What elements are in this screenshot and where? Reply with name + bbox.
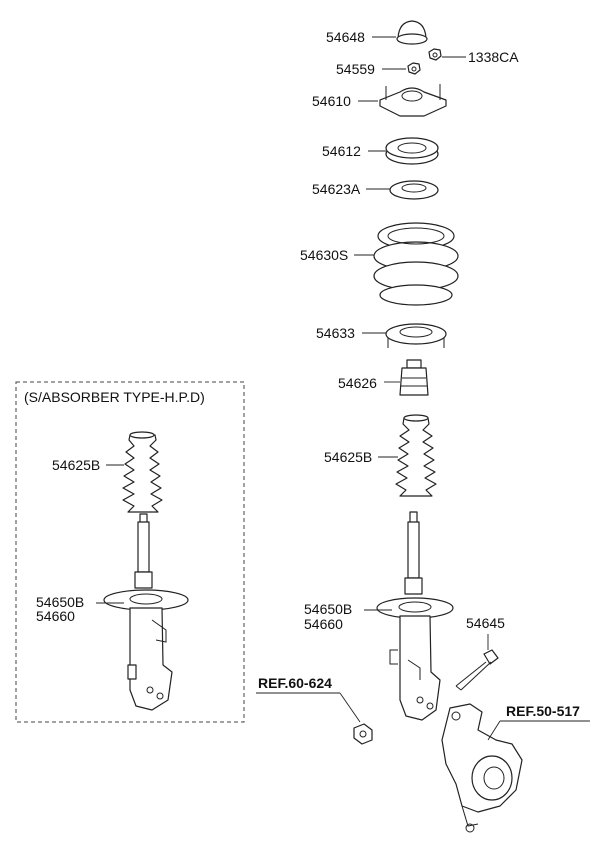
ref-50-517-knuckle (441, 703, 523, 833)
part-54626-bump-stop (399, 359, 429, 396)
left-strut-assembly (103, 513, 189, 711)
part-54559-nut (407, 62, 421, 75)
label-54623A: 54623A (312, 181, 361, 197)
left-dust-boot (122, 431, 163, 513)
left-boot-label: 54625B (52, 457, 100, 473)
label-54660: 54660 (304, 616, 343, 632)
label-1338CA: 1338CA (468, 49, 519, 65)
label-54625B: 54625B (324, 449, 372, 465)
label-54559: 54559 (336, 61, 375, 77)
label-54633: 54633 (316, 325, 355, 341)
part-54645-bolt (455, 649, 499, 691)
ref-60-624-nut (353, 723, 373, 745)
part-54633-lower-seat (385, 323, 447, 348)
ref-60-624-label: REF.60-624 (258, 675, 332, 691)
part-54625B-dust-boot (395, 414, 437, 497)
variant-box-title: (S/ABSORBER TYPE-H.P.D) (24, 389, 205, 405)
label-54612: 54612 (322, 143, 361, 159)
part-54610-mount (379, 84, 447, 117)
left-strut-label-2: 54660 (36, 608, 75, 624)
variant-box (15, 381, 245, 723)
label-54626: 54626 (338, 375, 377, 391)
label-54610: 54610 (312, 93, 351, 109)
ref-50-517-label: REF.50-517 (506, 703, 580, 719)
label-54648: 54648 (326, 29, 365, 45)
left-strut-label-1: 54650B (36, 594, 84, 610)
label-54650B: 54650B (304, 601, 352, 617)
part-54648-cap (396, 20, 428, 45)
part-1338CA-nut (428, 48, 442, 61)
label-54630S: 54630S (300, 247, 348, 263)
part-54650B-strut (376, 511, 454, 721)
part-54623A-seat (389, 180, 439, 200)
part-54612-bearing (385, 137, 439, 165)
label-54645: 54645 (466, 615, 505, 631)
part-54630S-spring (373, 222, 459, 306)
